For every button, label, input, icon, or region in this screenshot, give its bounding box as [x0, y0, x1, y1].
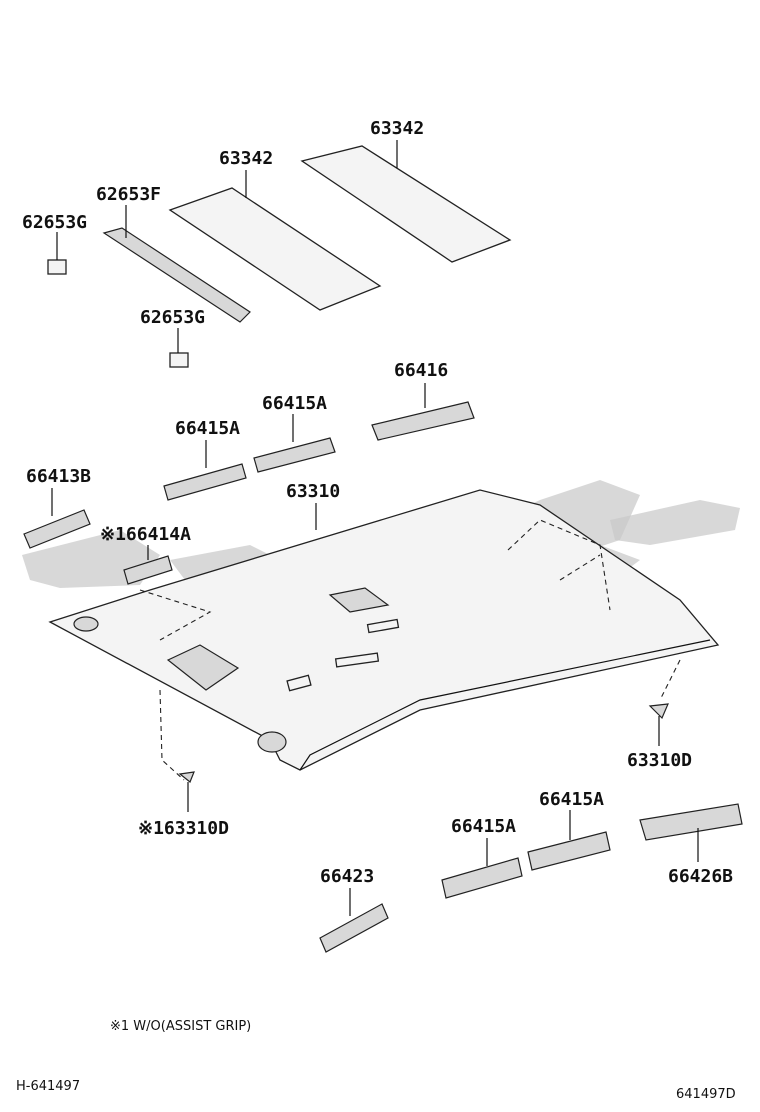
label-retainer-far-right: 66426B — [668, 866, 733, 887]
retainer-66426b — [639, 803, 743, 862]
label-cap-lower: 62653G — [140, 307, 205, 328]
cap-top — [47, 232, 67, 275]
strip — [102, 205, 251, 323]
fastener-left — [178, 771, 195, 812]
cap-lower — [169, 328, 189, 368]
label-pad-front: 63342 — [219, 148, 273, 169]
label-clip-left: 66415A — [175, 418, 240, 439]
clip-66416 — [371, 383, 475, 441]
label-clip-top: 66416 — [394, 360, 448, 381]
label-pad-rear: 63342 — [370, 118, 424, 139]
clip-66414a — [123, 545, 173, 585]
clip-66415a-mid — [253, 414, 336, 473]
label-retainer-right-top: 66415A — [539, 789, 604, 810]
footnote: ※1 W/O(ASSIST GRIP) — [110, 1019, 251, 1034]
label-cap-top: 62653G — [22, 212, 87, 233]
label-retainer-right-mid: 66415A — [451, 816, 516, 837]
label-retainer-lower: 66423 — [320, 866, 374, 887]
label-clip-b: 66413B — [26, 466, 91, 487]
label-clip-a: ※166414A — [100, 524, 191, 545]
label-clip-mid: 66415A — [262, 393, 327, 414]
pad-front — [168, 170, 382, 311]
retainer-66415a-right-top — [527, 810, 611, 871]
ref-left: H-641497 — [16, 1079, 80, 1094]
label-fastener-right: 63310D — [627, 750, 692, 771]
retainer-66415a-right-mid — [441, 838, 523, 899]
clip-66413b — [23, 488, 91, 549]
headliner — [48, 489, 720, 781]
clip-66415a-left — [163, 440, 247, 501]
label-strip: 62653F — [96, 184, 161, 205]
ref-right: 641497D — [676, 1087, 736, 1102]
label-headliner: 63310 — [286, 481, 340, 502]
retainer-66423 — [319, 888, 389, 953]
label-fastener-left: ※163310D — [138, 818, 229, 839]
fastener-right — [648, 703, 669, 746]
pad-rear — [300, 140, 512, 263]
